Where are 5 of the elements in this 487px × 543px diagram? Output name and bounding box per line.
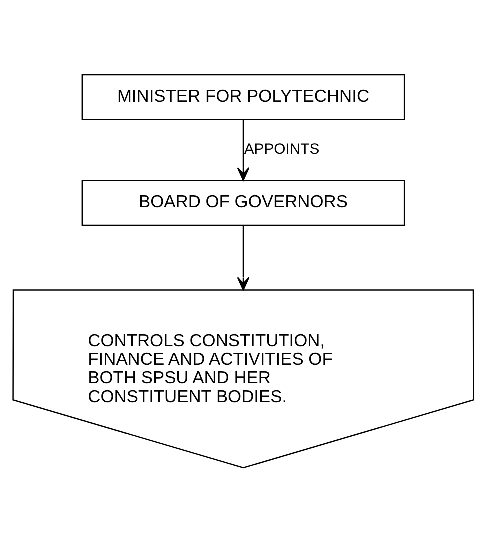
- arrow: [237, 226, 250, 291]
- node-box: BOARD OF GOVERNORS: [82, 180, 406, 226]
- edge-label: APPOINTS: [244, 141, 320, 158]
- arrow: [237, 120, 250, 182]
- node-box: MINISTER FOR POLYTECHNIC: [82, 74, 406, 120]
